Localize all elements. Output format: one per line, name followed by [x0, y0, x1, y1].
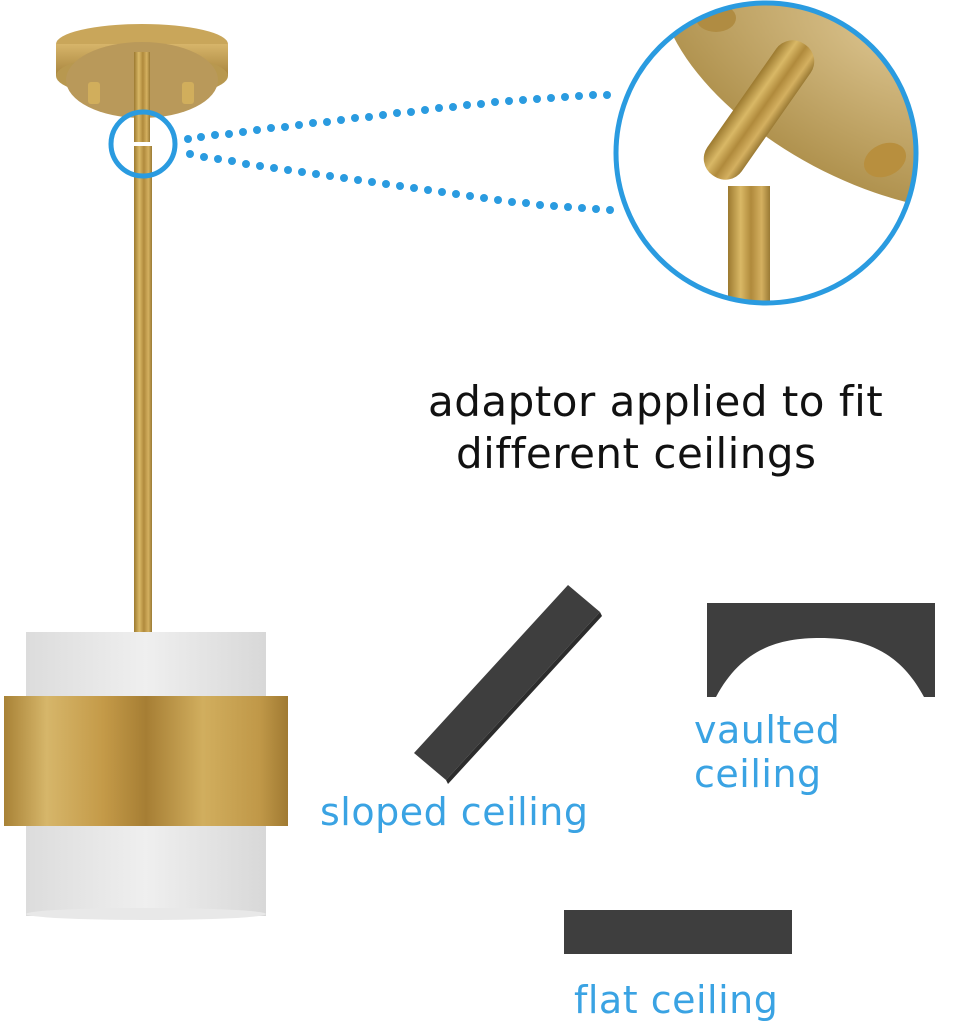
sloped-ceiling-label: sloped ceiling [320, 790, 589, 834]
sloped-ceiling-icon [414, 585, 602, 784]
callout-connector-lines [184, 91, 614, 214]
joint-highlight [108, 109, 178, 179]
flat-ceiling-label: flat ceiling [574, 978, 779, 1022]
headline-line-1: adaptor applied to fit [428, 377, 884, 426]
pendant-shade [4, 632, 288, 920]
headline: adaptor applied to fit different ceiling… [428, 376, 883, 480]
vaulted-ceiling-icon [707, 603, 935, 697]
headline-line-2: different ceilings [456, 429, 817, 478]
zoom-detail-view [613, 0, 919, 306]
downrod [134, 52, 152, 632]
flat-ceiling-icon [564, 910, 792, 954]
vaulted-ceiling-label: vaulted ceiling [694, 708, 841, 796]
